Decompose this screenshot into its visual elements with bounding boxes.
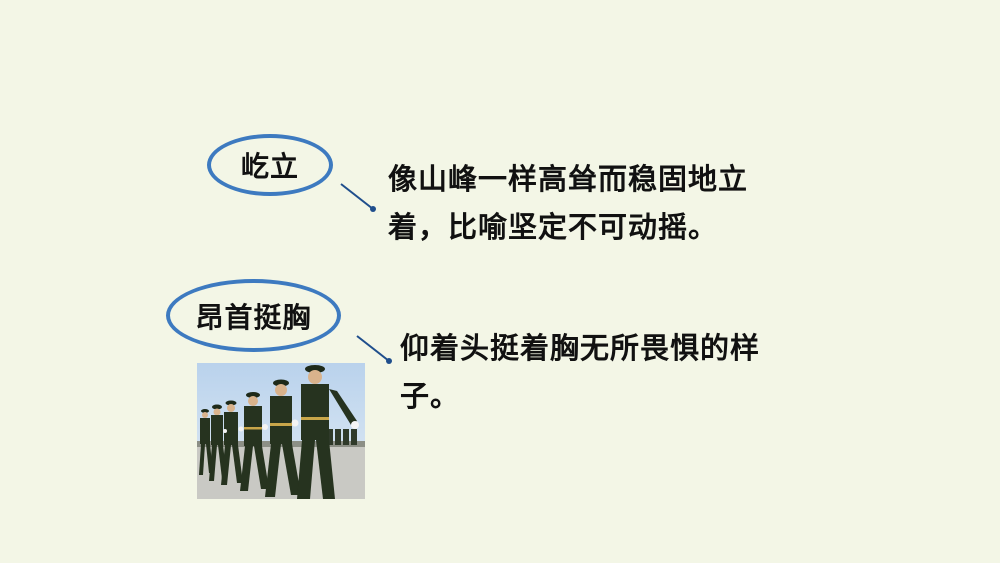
definition-yili-line2: 着，比喻坚定不可动摇。 [388, 210, 719, 244]
term-oval-angshoutingxiong: 昂首挺胸 [166, 279, 341, 352]
connector-dot-angshoutingxiong [386, 358, 392, 364]
marching-soldiers-illustration [197, 363, 365, 499]
term-label-angshoutingxiong: 昂首挺胸 [195, 300, 312, 334]
term-label-yili: 屹立 [240, 150, 299, 183]
soldier-figure [199, 365, 357, 499]
marching-soldiers-photo [197, 363, 365, 499]
definition-angshoutingxiong: 仰着头挺着胸无所畏惧的样 子。 [400, 324, 760, 420]
definition-yili-line1: 像山峰一样高耸而稳固地立 [388, 162, 749, 196]
definition-angshoutingxiong-line1: 仰着头挺着胸无所畏惧的样 [400, 331, 761, 365]
connector-line-angshoutingxiong [356, 335, 390, 362]
definition-yili: 像山峰一样高耸而稳固地立 着，比喻坚定不可动摇。 [388, 155, 748, 251]
connector-dot-yili [370, 206, 376, 212]
definition-angshoutingxiong-line2: 子。 [400, 379, 461, 413]
term-oval-yili: 屹立 [207, 134, 333, 196]
connector-line-yili [340, 183, 374, 210]
